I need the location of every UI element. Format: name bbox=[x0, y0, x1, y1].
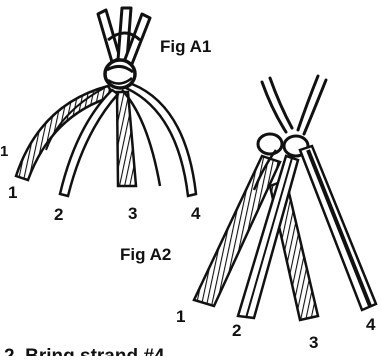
fig-a2-illustration bbox=[194, 76, 376, 320]
fig-a2-top-strands bbox=[262, 76, 326, 134]
fig-a2-strand-number-3: 3 bbox=[309, 333, 318, 352]
fig-a2-label: Fig A2 bbox=[120, 245, 171, 264]
step-caption: 2. Bring strand #4 bbox=[4, 346, 165, 356]
fig-a2-strand-number-4: 4 bbox=[366, 315, 376, 334]
fig-a2-strand-number-1: 1 bbox=[176, 307, 185, 326]
fig-a1-strand-number-3: 3 bbox=[128, 204, 137, 223]
fig-a1-top-loops bbox=[98, 8, 150, 64]
fig-a1-strand-number-4: 4 bbox=[191, 204, 201, 223]
fig-a1-strand-number-2: 2 bbox=[54, 205, 63, 224]
fig-a2-strand-number-2: 2 bbox=[232, 321, 241, 340]
fig-a1-strand-1 bbox=[16, 86, 114, 180]
fig-a1-label: Fig A1 bbox=[160, 37, 211, 56]
fig-a1-strand-number-1: 1 bbox=[8, 183, 17, 202]
fig-a1-edge-mark: 1 bbox=[0, 143, 8, 160]
